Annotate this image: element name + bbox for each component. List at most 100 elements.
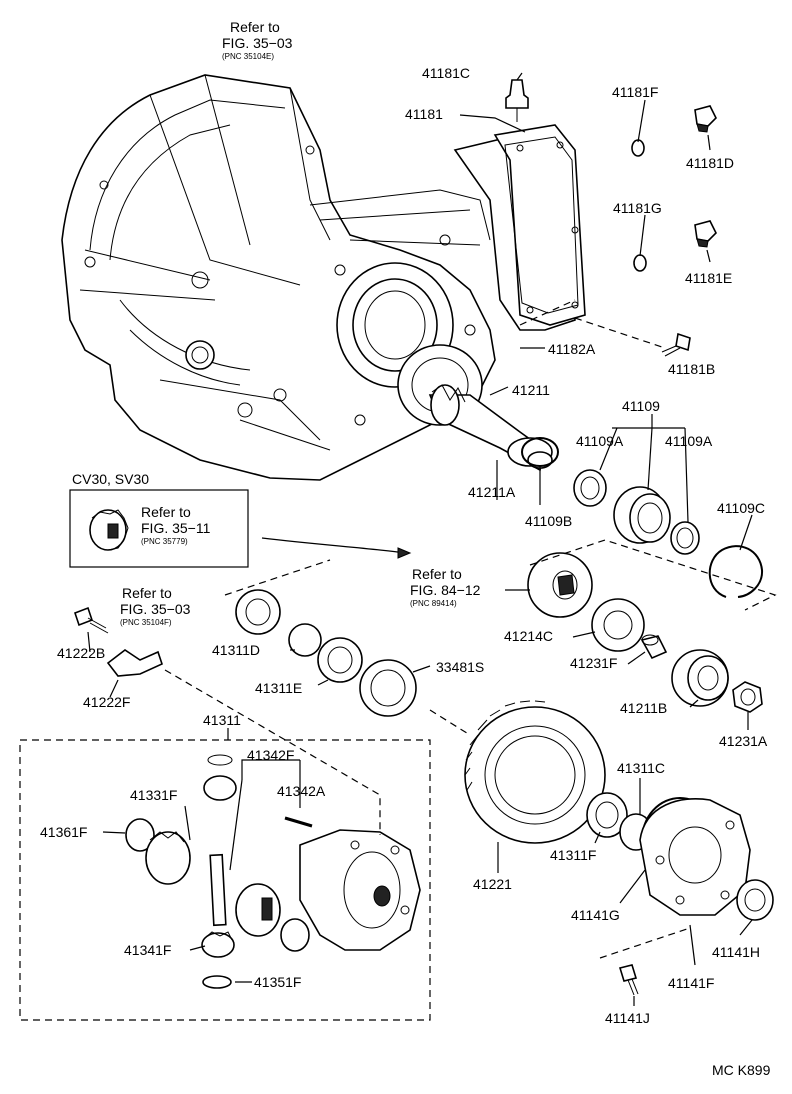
inset-gear-icon [89,509,129,551]
ref-top-pnc: (PNC 35104E) [222,52,274,61]
label-41342A: 41342A [277,783,326,799]
label-41211B: 41211B [620,700,667,716]
ref-mid-left-pnc: (PNC 35104F) [120,618,172,627]
differential-box [19,739,431,1021]
label-41141F: 41141F [668,975,714,991]
ref-top-line2: FIG. 35−03 [222,35,293,51]
ref-mid-right-line2: FIG. 84−12 [410,582,481,598]
inset-title: CV30, SV30 [72,471,149,487]
bushing-41231F [640,634,668,660]
pin-41342A [284,816,313,828]
label-41311C: 41311C [617,760,665,776]
plug-41181D [694,105,717,133]
label-41311F: 41311F [550,847,596,863]
ref-inset-line2: FIG. 35−11 [141,520,211,536]
ref-inset-line1: Refer to [141,504,191,520]
label-41109B: 41109B [525,513,572,529]
label-41221: 41221 [473,876,512,892]
bolt-41222B [73,606,109,634]
ref-mid-left-line1: Refer to [122,585,172,601]
ref-mid-left-line2: FIG. 35−03 [120,601,191,617]
label-41181G: 41181G [613,200,662,216]
seal-41141H [736,879,774,921]
reference-top: Refer to FIG. 35−03 (PNC 35104E) [222,19,293,61]
speedometer-drive-gear [527,552,593,618]
label-41311: 41311 [203,712,241,728]
seal-41109A-right [670,521,700,555]
bearing-41311E [317,637,363,683]
label-41181E: 41181E [685,270,732,286]
bearing-41109 [613,486,671,544]
label-41141G: 41141G [571,907,620,923]
label-41331F: 41331F [130,787,177,803]
label-41182A: 41182A [548,341,596,357]
retainer-41141F [639,798,751,916]
label-41311D: 41311D [212,642,260,658]
oil-seal-left [235,589,281,635]
ref-mid-right-line1: Refer to [412,566,462,582]
ring-gear-41221 [464,700,606,844]
side-gear-41361F [125,818,191,885]
gasket-41181G [633,254,647,272]
ref-inset-pnc: (PNC 35779) [141,537,188,546]
label-41342F: 41342F [247,747,294,763]
label-41181D: 41181D [686,155,734,171]
transaxle-housing [61,74,496,481]
label-41181F: 41181F [612,84,658,100]
reference-mid-right: Refer to FIG. 84−12 (PNC 89414) [410,566,481,608]
side-gear [235,883,281,937]
label-33481S: 33481S [436,659,484,675]
label-41231F: 41231F [570,655,617,671]
pinion-41341F [201,931,235,958]
case-cover [453,124,586,331]
reference-mid-left: Refer to FIG. 35−03 (PNC 35104F) [120,585,191,627]
label-41222B: 41222B [57,645,105,661]
pinion-41331F [203,754,237,801]
bearing-41311F [586,792,628,838]
label-41109A-left: 41109A [576,433,624,449]
label-41141J: 41141J [605,1010,650,1026]
label-41214C: 41214C [504,628,553,644]
label-41181B: 41181B [668,361,715,377]
leader-lines [87,72,777,1006]
pinion-shaft [209,853,227,927]
input-shaft-41211 [428,384,553,472]
inset-arrow [261,537,406,554]
label-41181: 41181 [405,106,443,122]
lock-plate-41222F [106,649,163,677]
ref-top-line1: Refer to [230,19,280,35]
plug-41181C [505,79,529,122]
label-41361F: 41361F [40,824,87,840]
bolt-41181B [661,332,691,357]
label-41141H: 41141H [712,944,760,960]
inset-box [69,489,249,568]
label-41109: 41109 [622,398,660,414]
label-41231A: 41231A [719,733,768,749]
plug-41181E [694,220,717,248]
label-41351F: 41351F [254,974,301,990]
label-41341F: 41341F [124,942,171,958]
label-41181C: 41181C [422,65,470,81]
ref-mid-right-pnc: (PNC 89414) [410,599,457,608]
washer-41351F [202,975,232,989]
nut-41231A [732,681,763,713]
shim-41311D [288,623,322,657]
snap-ring-41109C [708,545,764,598]
reference-inset: Refer to FIG. 35−11 (PNC 35779) [141,504,211,546]
bearing-41214C [591,598,645,652]
seal-41109A-left [573,469,607,507]
label-41109C: 41109C [717,500,765,516]
bolt-41141J [618,964,639,996]
label-41211: 41211 [512,382,550,398]
label-41222F: 41222F [83,694,130,710]
seal-33481S [359,659,417,717]
diagram-code: MC K899 [712,1062,771,1078]
differential-case [299,829,421,951]
thrust-washer [280,918,310,952]
gasket-41181F [631,139,645,157]
label-41311E: 41311E [255,680,302,696]
label-41109A-right: 41109A [665,433,713,449]
bearing-41211B [671,649,729,707]
label-41211A: 41211A [468,484,516,500]
